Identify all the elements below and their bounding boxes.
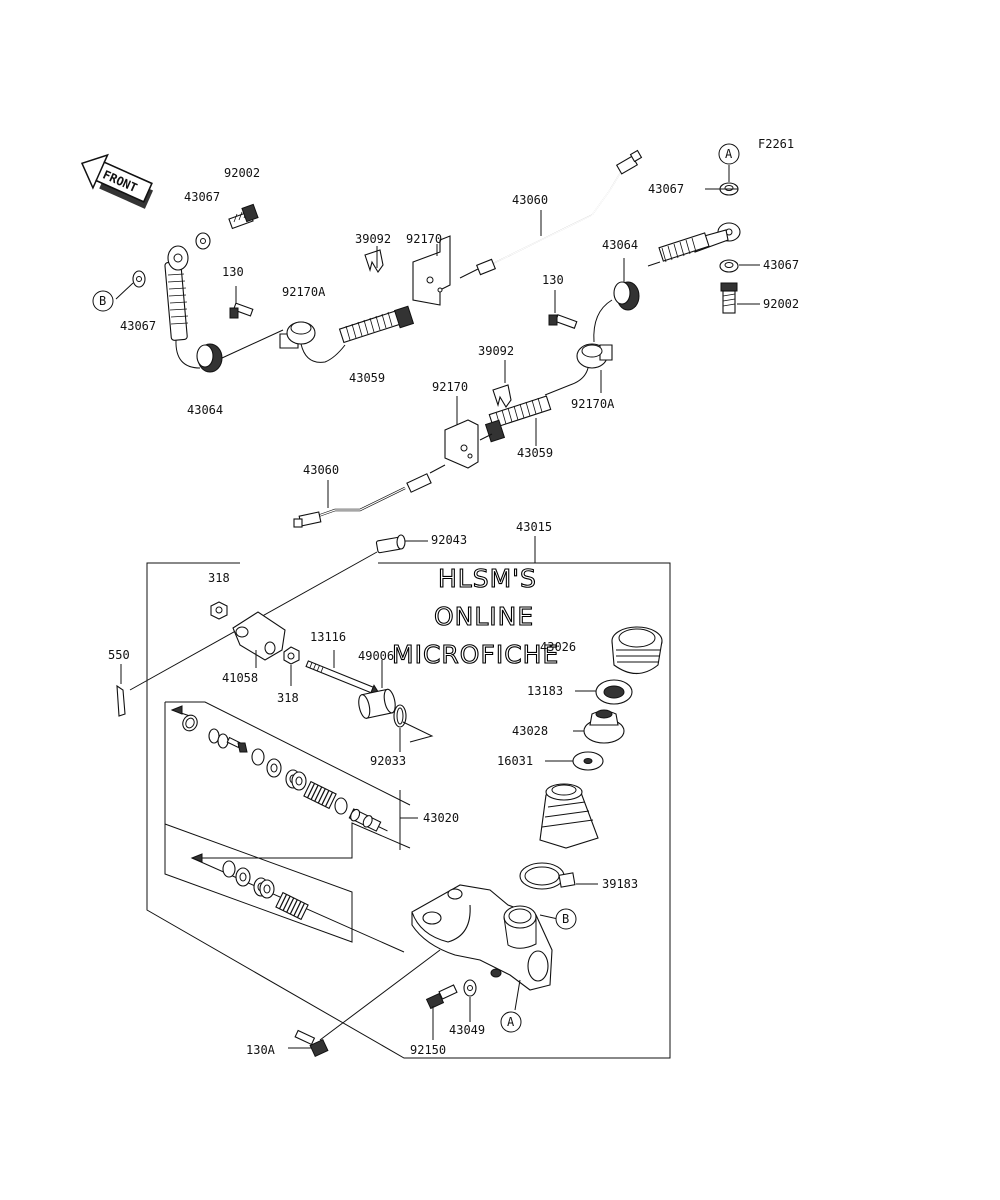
upper-right-hose-assembly (293, 165, 760, 528)
part-label: 43060 (512, 193, 548, 207)
part-label: 130 (542, 273, 564, 287)
part-label: 92170 (406, 232, 442, 246)
part-label: 92150 (410, 1043, 446, 1057)
part-label: 39092 (478, 344, 514, 358)
part-label: 318 (277, 691, 299, 705)
master-cylinder-body (288, 884, 559, 1058)
part-label: 13116 (310, 630, 346, 644)
watermark-line-1: HLSM'S (438, 564, 537, 593)
master-cylinder-frame (146, 536, 671, 1059)
part-label: 43059 (517, 446, 553, 460)
part-label: 43067 (763, 258, 799, 272)
part-labels: 92002 43067 43067 130 92170A 43064 39092… (108, 166, 799, 1057)
part-label: 41058 (222, 671, 258, 685)
part-label: 43067 (184, 190, 220, 204)
upper-left-hose-assembly (115, 149, 643, 373)
part-label: 550 (108, 648, 130, 662)
svg-text:B: B (562, 912, 569, 926)
part-label: 43026 (540, 640, 576, 654)
clevis-pin-assembly (116, 534, 434, 752)
part-label: 43067 (120, 319, 156, 333)
part-label: 43059 (349, 371, 385, 385)
svg-text:A: A (725, 147, 733, 161)
part-label: 92170 (432, 380, 468, 394)
part-label: 43028 (512, 724, 548, 738)
front-arrow-icon: FRONT (80, 153, 154, 209)
reservoir-stack (519, 626, 663, 890)
part-label: 318 (208, 571, 230, 585)
part-label: 92002 (224, 166, 260, 180)
part-label: 43060 (303, 463, 339, 477)
part-label: 43049 (449, 1023, 485, 1037)
part-label: 13183 (527, 684, 563, 698)
piston-kit-box (164, 701, 418, 953)
ref-marker-a-bottom: A (500, 1011, 522, 1033)
part-label: 43067 (648, 182, 684, 196)
ref-marker-b-bottom: B (555, 908, 577, 930)
watermark: HLSM'S ONLINE MICROFICHE (391, 563, 559, 669)
part-label: 92002 (763, 297, 799, 311)
part-label: 43064 (187, 403, 223, 417)
part-label: 92170A (282, 285, 326, 299)
ref-marker-b-left: B (92, 290, 114, 312)
part-label: 92033 (370, 754, 406, 768)
part-label: 130A (246, 1043, 276, 1057)
part-label: 16031 (497, 754, 533, 768)
watermark-line-3: MICROFICHE (392, 640, 559, 669)
ref-marker-a-top: A (718, 143, 740, 165)
watermark-line-2: ONLINE (434, 602, 534, 631)
part-label: 43064 (602, 238, 638, 252)
part-label: 130 (222, 265, 244, 279)
figure-code: F2261 (758, 137, 794, 151)
part-label: 43020 (423, 811, 459, 825)
part-label: 92170A (571, 397, 615, 411)
svg-text:A: A (507, 1015, 515, 1029)
part-label: 39183 (602, 877, 638, 891)
part-label: 49006 (358, 649, 394, 663)
part-label: 43015 (516, 520, 552, 534)
part-label: 92043 (431, 533, 467, 547)
svg-text:B: B (99, 294, 106, 308)
part-label: 39092 (355, 232, 391, 246)
